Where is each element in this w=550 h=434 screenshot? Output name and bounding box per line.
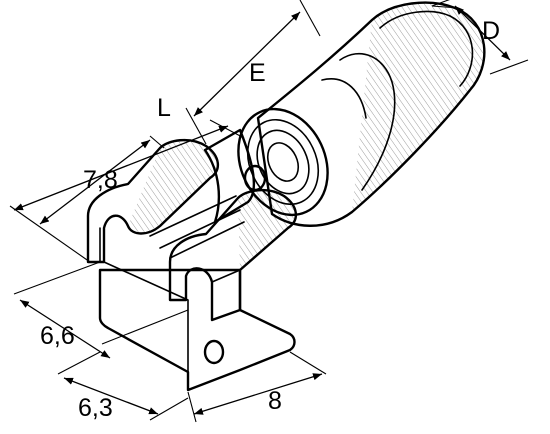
dimension-6-6 xyxy=(13,261,189,359)
label-6-3: 6,3 xyxy=(78,394,113,422)
label-7-8: 7,8 xyxy=(83,166,118,194)
dimension-7-8 xyxy=(39,135,165,225)
dimension-8 xyxy=(187,351,327,423)
label-6-6: 6,6 xyxy=(40,322,75,350)
dimension-d xyxy=(431,0,529,75)
dimension-6-3 xyxy=(57,351,189,421)
label-e: E xyxy=(249,59,266,87)
label-l: L xyxy=(157,94,171,122)
label-8: 8 xyxy=(268,387,282,415)
mounting-hole xyxy=(203,339,225,365)
dimension-l xyxy=(9,119,245,263)
label-d: D xyxy=(482,17,500,45)
